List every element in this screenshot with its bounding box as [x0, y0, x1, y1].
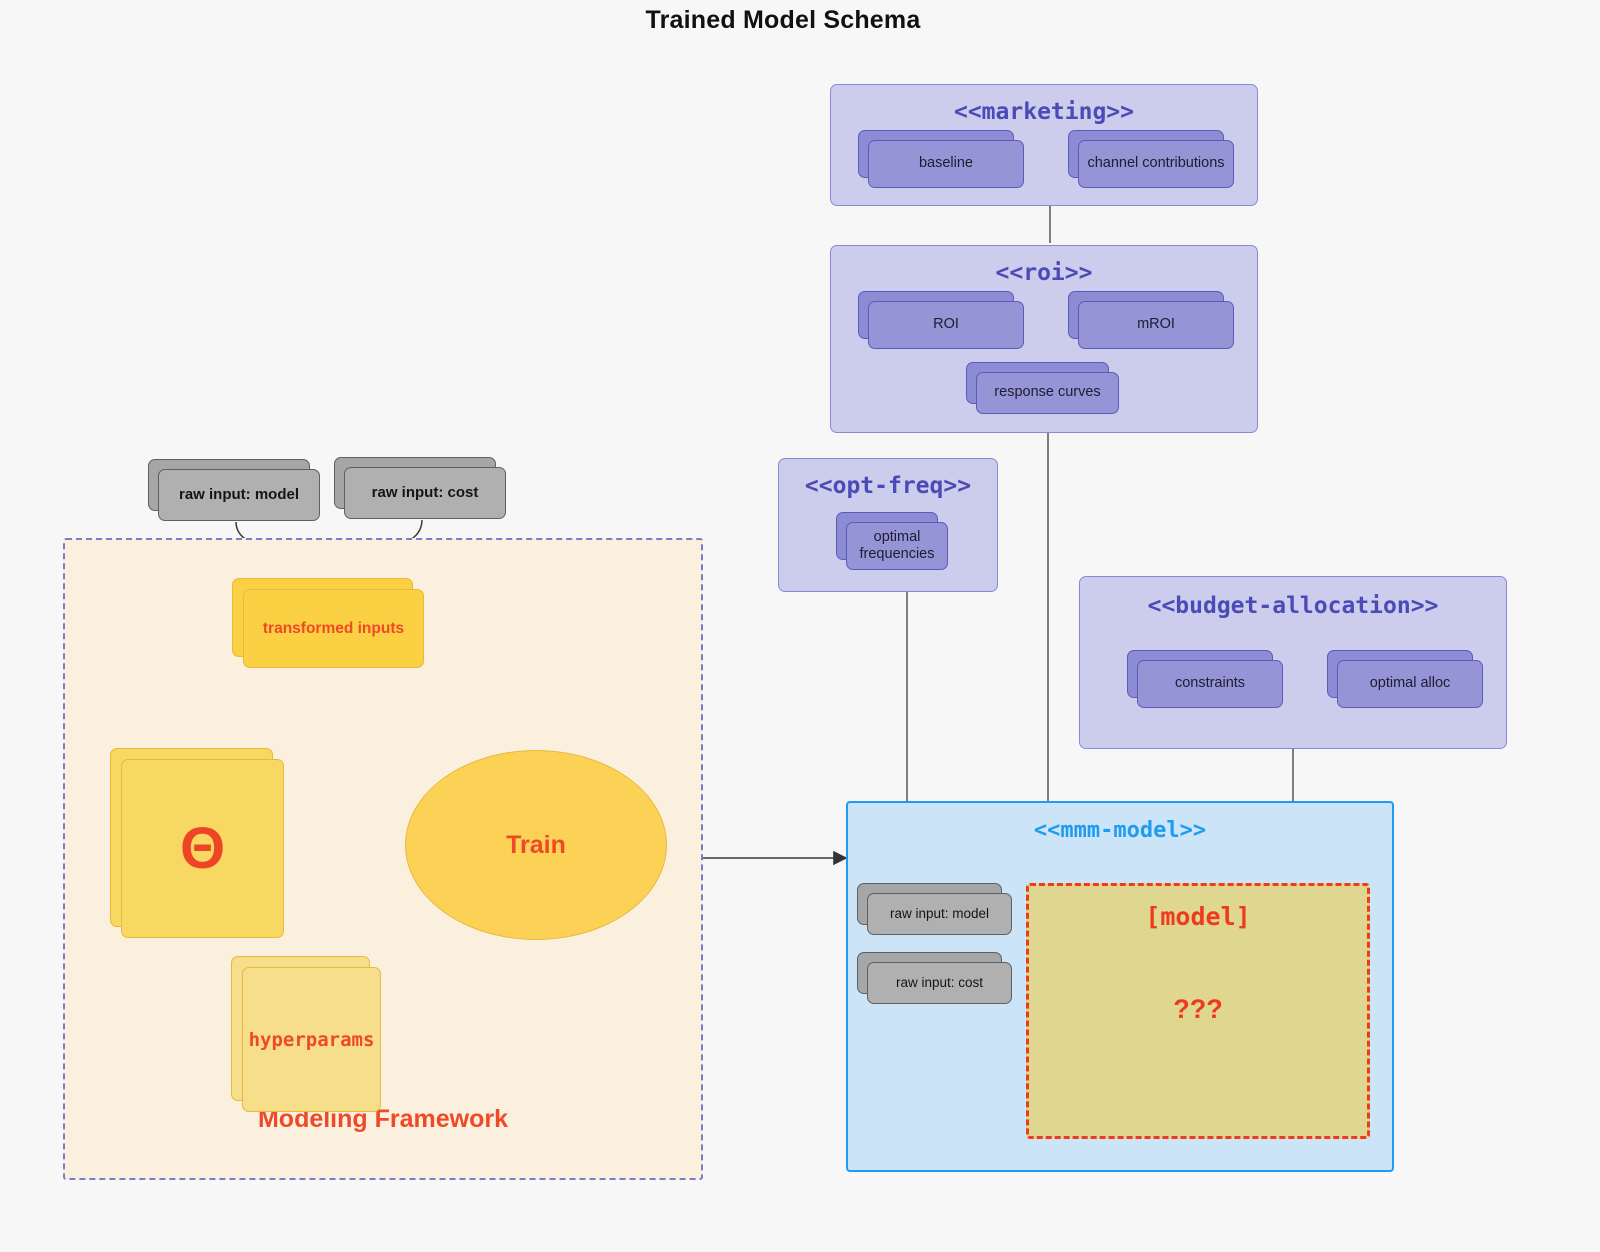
- train-label: Train: [506, 830, 566, 859]
- node-transformed-inputs-face: transformed inputs: [243, 589, 424, 668]
- node-mmm-raw-input-model-label: raw input: model: [867, 893, 1012, 935]
- node-mmm-raw-input-model[interactable]: raw input: model: [857, 883, 1012, 935]
- package-budget-allocation-title: <<budget-allocation>>: [1147, 593, 1439, 619]
- raw-input-cost-label: raw input: cost: [344, 467, 506, 519]
- node-response-curves[interactable]: response curves: [966, 362, 1119, 414]
- raw-input-cost[interactable]: raw input: cost: [334, 457, 506, 519]
- node-roi[interactable]: ROI: [858, 291, 1024, 349]
- node-transformed-inputs-label: transformed inputs: [262, 619, 405, 637]
- node-optimal-frequencies-label: optimal frequencies: [846, 522, 948, 570]
- node-hyperparams[interactable]: hyperparams: [231, 956, 381, 1112]
- raw-input-model[interactable]: raw input: model: [148, 459, 320, 521]
- node-hyperparams-face: hyperparams: [242, 967, 381, 1112]
- model-placeholder-unknown: ???: [1173, 994, 1223, 1024]
- model-placeholder-label: [model]: [1145, 902, 1251, 931]
- node-mroi[interactable]: mROI: [1068, 291, 1234, 349]
- node-mroi-label: mROI: [1078, 301, 1234, 349]
- package-marketing-title: <<marketing>>: [953, 99, 1134, 125]
- node-constraints[interactable]: constraints: [1127, 650, 1283, 708]
- node-mmm-raw-input-cost[interactable]: raw input: cost: [857, 952, 1012, 1004]
- node-hyperparams-label: hyperparams: [248, 1028, 375, 1051]
- page-title: Trained Model Schema: [645, 6, 921, 34]
- package-mmm-model-title: <<mmm-model>>: [1033, 818, 1207, 843]
- node-theta[interactable]: Θ: [110, 748, 284, 938]
- node-theta-face: Θ: [121, 759, 284, 938]
- theta-symbol: Θ: [179, 815, 226, 881]
- node-channel-contributions-label: channel contributions: [1078, 140, 1234, 188]
- package-opt-freq-title: <<opt-freq>>: [804, 473, 972, 499]
- node-optimal-alloc-label: optimal alloc: [1337, 660, 1483, 708]
- modeling-framework-label: Modeling Framework: [257, 1105, 509, 1133]
- node-constraints-label: constraints: [1137, 660, 1283, 708]
- node-roi-label: ROI: [868, 301, 1024, 349]
- node-response-curves-label: response curves: [976, 372, 1119, 414]
- node-baseline[interactable]: baseline: [858, 130, 1024, 188]
- train-ellipse[interactable]: Train: [405, 750, 667, 940]
- node-mmm-raw-input-cost-label: raw input: cost: [867, 962, 1012, 1004]
- node-optimal-frequencies[interactable]: optimal frequencies: [836, 512, 948, 570]
- node-baseline-label: baseline: [868, 140, 1024, 188]
- raw-input-model-label: raw input: model: [158, 469, 320, 521]
- node-transformed-inputs[interactable]: transformed inputs: [232, 578, 424, 668]
- model-placeholder-box[interactable]: [model] ???: [1026, 883, 1370, 1139]
- node-optimal-alloc[interactable]: optimal alloc: [1327, 650, 1483, 708]
- package-roi-title: <<roi>>: [995, 260, 1093, 286]
- node-channel-contributions[interactable]: channel contributions: [1068, 130, 1234, 188]
